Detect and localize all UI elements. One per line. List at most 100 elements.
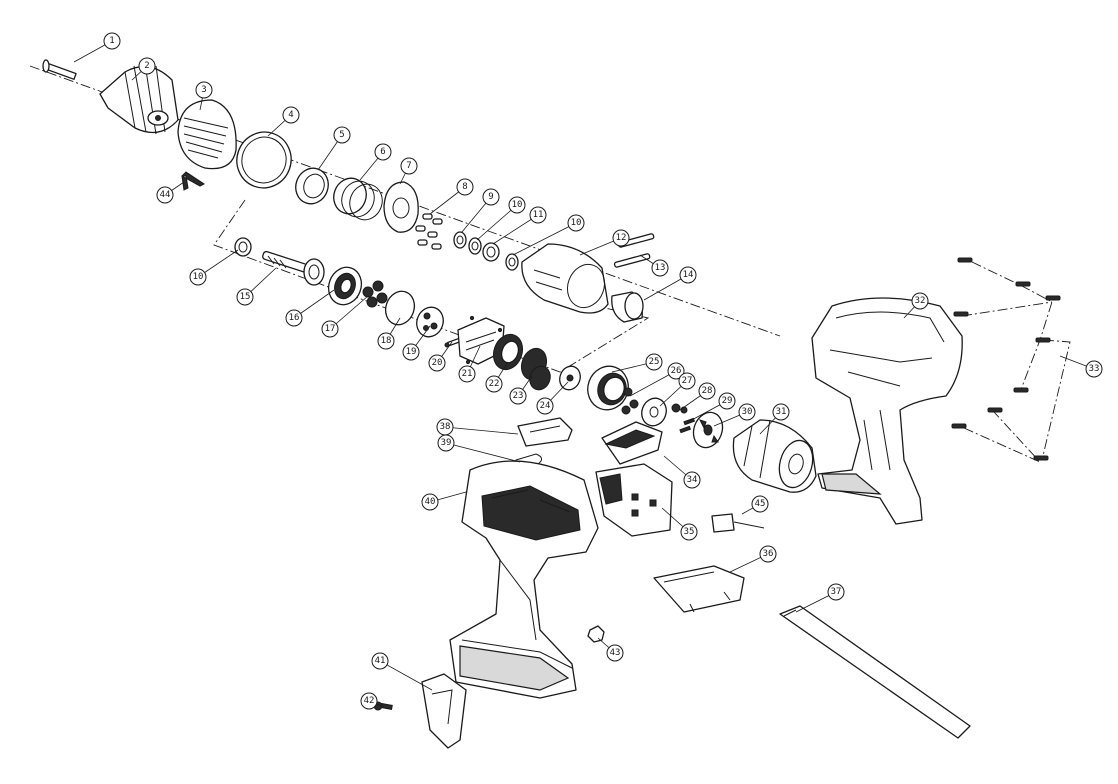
callout-6: 6 [374,143,392,161]
callout-number: 41 [375,656,386,666]
callout-7: 7 [400,157,418,175]
callout-number: 2 [144,61,149,71]
part-21-gear-shift-bracket [457,315,505,365]
callout-3: 3 [195,81,213,99]
part-32-housing-right [811,297,963,525]
part-12-gearbox-housing [521,243,609,314]
callout-bubble [321,320,339,338]
part-37-belt-strap [779,605,971,739]
callout-bubble [360,692,378,710]
callout-number: 14 [683,270,694,280]
callout-12: 12 [612,229,630,247]
leader-line [445,442,521,463]
part-17-planet-gears [362,280,388,308]
leader-line [629,370,677,397]
part-28-pinion [671,403,688,414]
part-5-adjusting-nut [295,167,329,205]
part-34-forward-reverse-lever [601,421,663,465]
callout-number: 24 [540,401,551,411]
part-22-ring-gear [492,333,524,371]
callout-21: 21 [458,365,476,383]
callout-number: 37 [831,587,842,597]
part-15-spindle [262,250,325,286]
part-10-washer-c [234,237,252,257]
callout-4: 4 [282,106,300,124]
callout-number: 25 [649,357,660,367]
callout-bubble [195,81,213,99]
callout-bubble [667,362,685,380]
callout-bubble [679,266,697,284]
callout-number: 12 [616,233,627,243]
part-6-clutch-spring [333,177,383,221]
callout-14: 14 [679,266,697,284]
part-36-battery-terminal-plate [653,565,745,613]
leader-line [492,214,539,245]
callout-bubble [772,403,790,421]
callout-37: 37 [827,583,845,601]
callout-bubble [738,403,756,421]
part-1-chuck-screw [42,59,77,80]
callout-number: 1 [109,36,114,46]
part-35-trigger-switch [595,463,673,537]
callout-bubble [1085,360,1103,378]
callout-number: 27 [682,376,693,386]
callout-number: 18 [381,336,392,346]
part-9-washer [453,231,467,249]
callout-bubble [156,186,174,204]
callout-41: 41 [371,652,389,670]
callout-number: 21 [462,369,473,379]
part-43-nut [587,625,605,643]
callout-number: 20 [432,358,443,368]
callout-15: 15 [236,288,254,306]
part-11-lock-ring [482,242,500,262]
part-40-housing-left [449,460,599,699]
callout-number: 42 [364,696,375,706]
callout-number: 4 [288,110,293,120]
callout-bubble [911,292,929,310]
callout-bubble [374,143,392,161]
callout-number: 5 [339,130,344,140]
callout-2: 2 [138,57,156,75]
callout-bubble [428,354,446,372]
callout-number: 39 [441,438,452,448]
callout-bubble [698,382,716,400]
callout-bubble [485,375,503,393]
callout-bubble [285,309,303,327]
part-10-washer-a [468,237,482,255]
callout-number: 10 [512,200,523,210]
callout-number: 43 [610,648,621,658]
part-29-screws [679,417,696,434]
callout-bubble [827,583,845,601]
callout-34: 34 [683,471,701,489]
callout-number: 23 [513,391,524,401]
callout-23: 23 [509,387,527,405]
part-23-gear-set [520,347,551,391]
callout-bubble [606,644,624,662]
callout-bubble [509,387,527,405]
callout-43: 43 [606,644,624,662]
callout-number: 16 [289,313,300,323]
callout-bubble [456,178,474,196]
callout-number: 44 [160,190,171,200]
callout-31: 31 [772,403,790,421]
callout-bubble [529,206,547,224]
callout-26: 26 [667,362,685,380]
callout-bubble [236,288,254,306]
part-4-clutch-ring [236,131,292,189]
part-33-housing-screws [951,257,1071,463]
callout-9: 9 [482,188,500,206]
callout-number: 45 [755,499,766,509]
callout-bubble [612,229,630,247]
callout-bubble [103,32,121,50]
callout-bubble [508,196,526,214]
part-38-top-cover [517,417,573,447]
callout-number: 22 [489,379,500,389]
callout-number: 8 [462,182,467,192]
callout-number: 40 [425,497,436,507]
callout-1: 1 [103,32,121,50]
part-26-planet-gears [621,387,639,415]
callout-19: 19 [402,343,420,361]
callout-10: 10 [567,214,585,232]
callout-bubble [683,471,701,489]
